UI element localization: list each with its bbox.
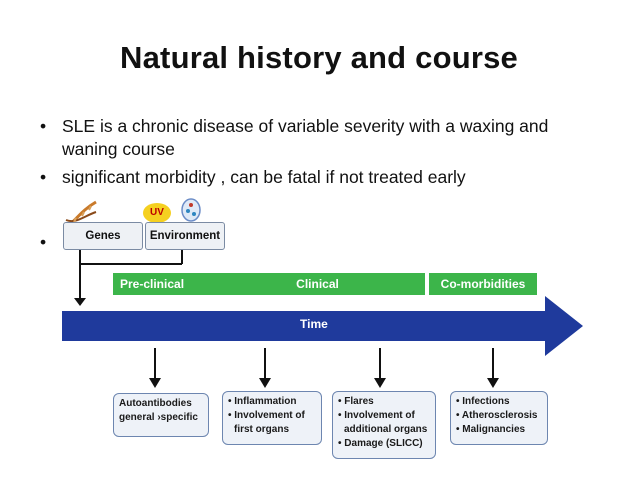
bullet-item: • significant morbidity , can be fatal i… bbox=[38, 166, 608, 189]
outcome-box-autoantibodies: Autoantibodies general ›specific bbox=[113, 393, 209, 437]
bullet-dot: • bbox=[40, 116, 47, 136]
slide-title: Natural history and course bbox=[120, 40, 518, 75]
outcome-line: • Involvement of bbox=[338, 410, 415, 421]
uv-sun-icon: UV bbox=[143, 203, 171, 223]
outcome-line: • Involvement of bbox=[228, 410, 305, 421]
outcome-line: first organs bbox=[234, 424, 290, 435]
environment-box: Environment bbox=[145, 222, 225, 250]
outcome-line: • Flares bbox=[338, 396, 374, 407]
outcome-line: general ›specific bbox=[119, 412, 198, 423]
phase-comorbidities: Co-morbidities bbox=[429, 273, 537, 295]
bullet-list: • SLE is a chronic disease of variable s… bbox=[38, 115, 608, 194]
phase-clinical: Clinical bbox=[210, 273, 425, 295]
outcome-line: • Inflammation bbox=[228, 396, 297, 407]
genes-box: Genes bbox=[63, 222, 143, 250]
outcome-box-comorbidities: • Infections • Atherosclerosis • Maligna… bbox=[450, 391, 548, 445]
outcome-line: • Atherosclerosis bbox=[456, 410, 538, 421]
bullet-item: • SLE is a chronic disease of variable s… bbox=[38, 115, 608, 161]
phase-label: Clinical bbox=[296, 277, 339, 291]
outcome-line: Autoantibodies bbox=[119, 398, 192, 409]
pathogen-icon bbox=[181, 198, 201, 222]
time-label: Time bbox=[300, 317, 328, 331]
bullet-dot: • bbox=[40, 167, 47, 187]
phase-label: Pre-clinical bbox=[120, 277, 185, 291]
phase-label: Co-morbidities bbox=[440, 277, 526, 291]
bullet-dot-empty: • bbox=[40, 232, 47, 252]
outcome-line: additional organs bbox=[344, 424, 428, 435]
outcome-line: • Malignancies bbox=[456, 424, 526, 435]
bullet-text: SLE is a chronic disease of variable sev… bbox=[62, 116, 549, 159]
bullet-text: significant morbidity , can be fatal if … bbox=[62, 167, 466, 187]
outcome-line: • Infections bbox=[456, 396, 510, 407]
outcome-box-flares: • Flares • Involvement of additional org… bbox=[332, 391, 436, 459]
outcome-box-inflammation: • Inflammation • Involvement of first or… bbox=[222, 391, 322, 445]
phase-preclinical: Pre-clinical bbox=[113, 273, 213, 295]
outcome-line: • Damage (SLICC) bbox=[338, 438, 423, 449]
